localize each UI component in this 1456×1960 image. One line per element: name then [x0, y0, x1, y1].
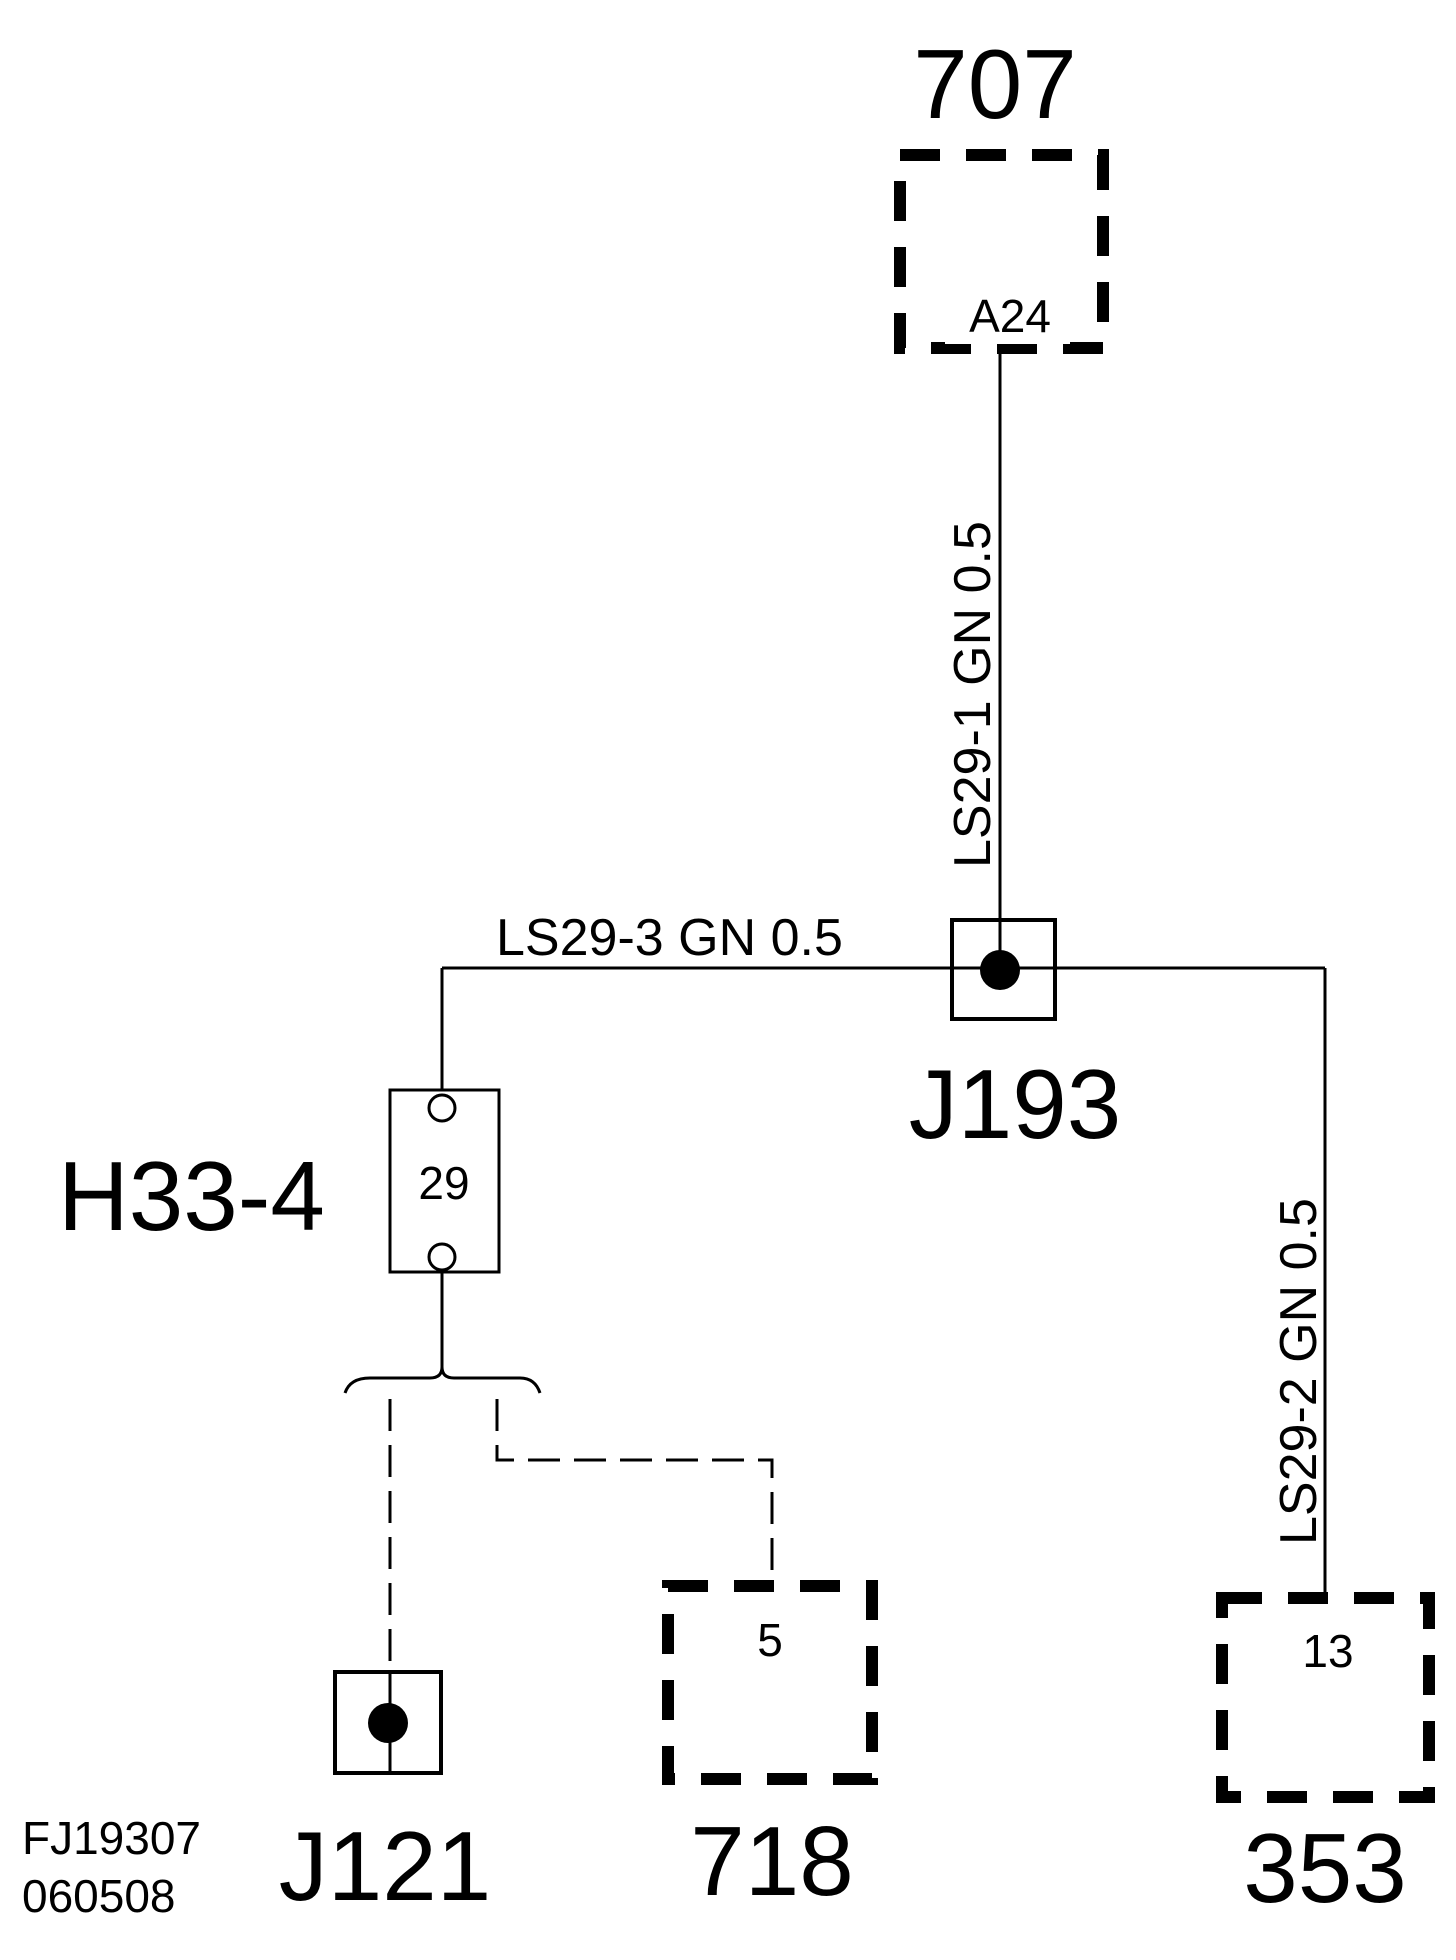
- component-707-outline: [894, 149, 1109, 354]
- wire-ls29-3-label: LS29-3 GN 0.5: [496, 909, 843, 967]
- component-718-pin: 5: [757, 1614, 783, 1666]
- component-707-number: 707: [913, 29, 1077, 139]
- splice-j193: J193: [909, 918, 1122, 1159]
- fuse-terminal-top: [427, 1093, 457, 1123]
- component-718: 5 718: [662, 1580, 878, 1916]
- splice-j121-label: J121: [279, 1811, 492, 1921]
- component-353-pin: 13: [1302, 1625, 1353, 1677]
- splice-j193-label: J193: [909, 1049, 1122, 1159]
- component-353-outline: [1216, 1592, 1435, 1803]
- component-707-pin-mask: [945, 286, 1070, 344]
- fuse-label: H33-4: [58, 1141, 325, 1251]
- fuse-h33-4: 29 H33-4: [58, 1088, 501, 1274]
- footer-code-line2: 060508: [22, 1870, 176, 1922]
- splice-j121: J121: [279, 1670, 492, 1921]
- component-718-number: 718: [690, 1806, 854, 1916]
- component-353: 13 353: [1216, 1592, 1435, 1923]
- footer-code-line1: FJ19307: [22, 1812, 201, 1864]
- component-353-number: 353: [1243, 1813, 1407, 1923]
- wire-ls29-2-label: LS29-2 GN 0.5: [1270, 1198, 1328, 1545]
- brace-option-split: [343, 1366, 542, 1394]
- component-718-outline: [662, 1580, 878, 1785]
- component-707: 707 A24: [894, 29, 1109, 354]
- splice-j121-dot: [368, 1703, 408, 1743]
- wire-ls29-1-label: LS29-1 GN 0.5: [944, 521, 1002, 868]
- fuse-terminal-bottom: [427, 1242, 457, 1272]
- component-707-pin: A24: [969, 290, 1051, 342]
- wire-branch-718: [495, 1399, 774, 1582]
- fuse-number: 29: [418, 1157, 469, 1209]
- splice-j193-dot: [980, 950, 1020, 990]
